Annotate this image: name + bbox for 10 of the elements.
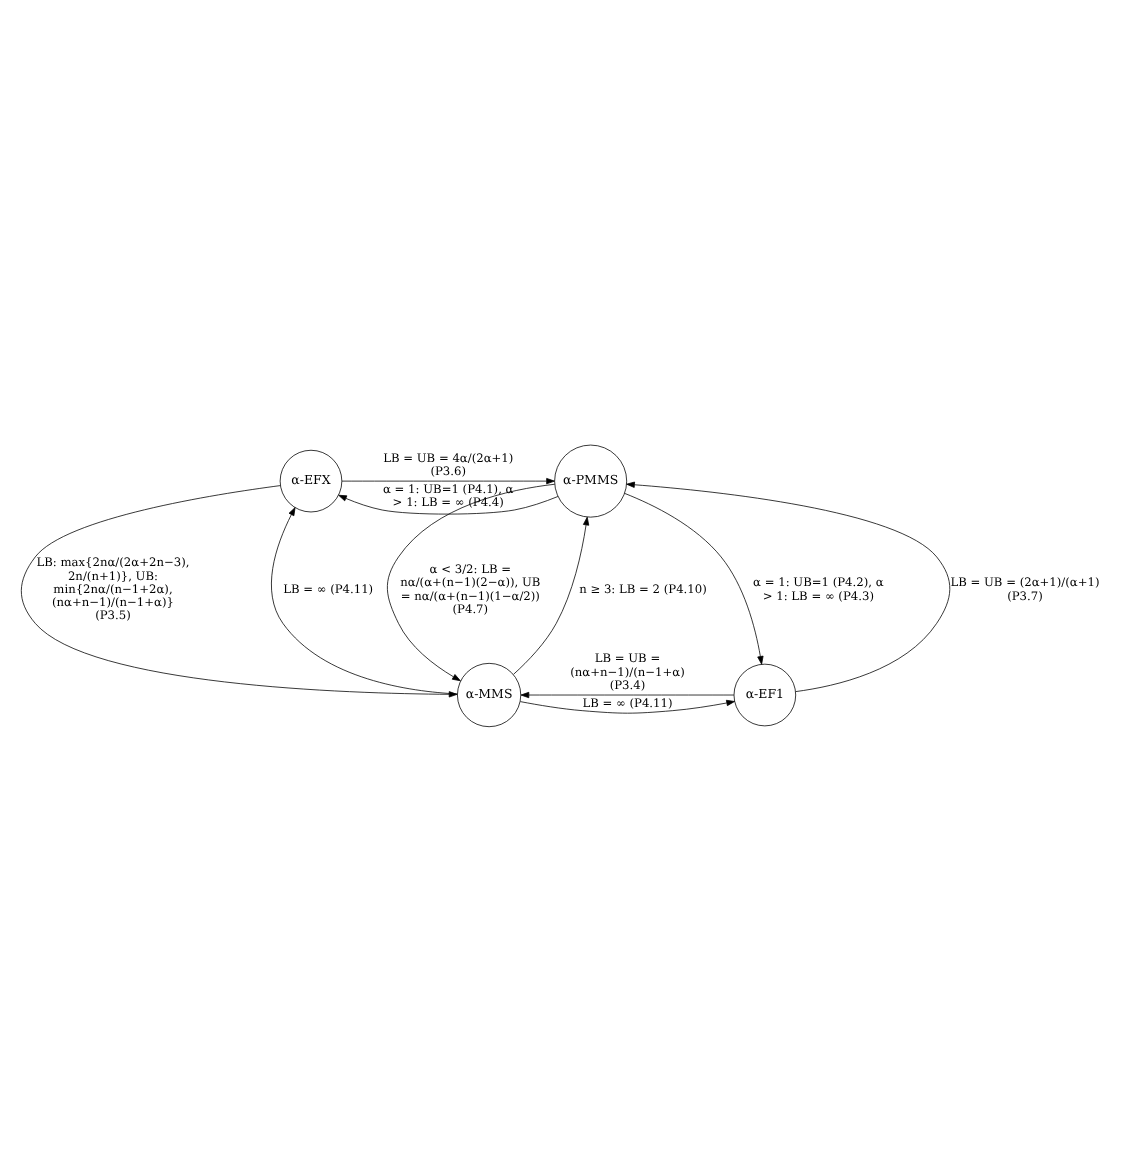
arrow [387,483,556,682]
arrow [20,485,458,698]
arrow [624,492,764,665]
arrow [513,516,590,675]
arrow [520,691,735,699]
arrow [520,699,735,714]
arrow [338,494,559,515]
arrow [271,507,458,695]
arrow [626,481,951,692]
arrow [341,478,555,485]
